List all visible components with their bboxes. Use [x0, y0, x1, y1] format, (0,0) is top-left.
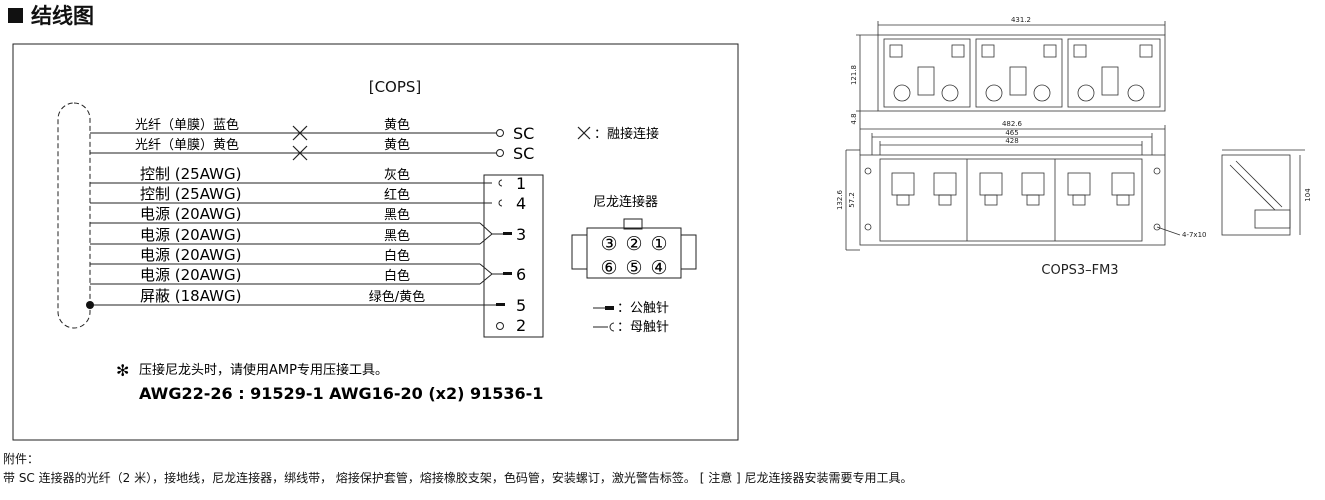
- wire-color: 黄色: [384, 117, 410, 133]
- terminal-label: SC: [513, 124, 534, 143]
- note-mark: ✻: [116, 361, 129, 380]
- diagram-title: [COPS]: [369, 78, 422, 96]
- empty-terminal-icon: [496, 322, 504, 330]
- wire-merge: [479, 222, 493, 245]
- accessories-text: 带 SC 连接器的光纤（2 米），接地线，尼龙连接器，绑线带， 熔接保护套管，熔…: [3, 471, 913, 485]
- connector-pin: ⑤: [625, 257, 642, 279]
- terminal-label: 2: [516, 316, 526, 335]
- terminal-label: 3: [516, 225, 526, 244]
- wire-color: 红色: [384, 187, 410, 203]
- nylon-connector-icon: [571, 218, 697, 279]
- shield-junction-dot: [86, 301, 94, 309]
- female-pin-legend: ：母触针: [617, 320, 669, 335]
- wire-name: 电源 (20AWG): [140, 226, 241, 244]
- wiring-diagram: [COPS] 光纤（单膜）蓝色 光纤（单膜）黄色 控制 (25AWG) 控制 (…: [12, 43, 739, 441]
- wire-color: 白色: [384, 248, 410, 264]
- female-pin-icon: [498, 199, 503, 207]
- male-pin-legend-icon: [605, 306, 614, 310]
- female-pin-icon: [498, 179, 503, 187]
- model-label: COPS3–FM3: [1041, 263, 1118, 278]
- male-pin-icon: [503, 272, 512, 275]
- male-pin-icon: [503, 232, 512, 235]
- connector-pin: ④: [650, 257, 667, 279]
- hole-label: 4-7x10: [1182, 231, 1206, 239]
- splice-legend-cross-icon: [577, 126, 591, 140]
- sc-terminal-icon: [496, 149, 504, 157]
- connector-pin: ③: [600, 233, 617, 255]
- accessories-label: 附件：: [3, 452, 40, 466]
- dimension-label: 428: [1005, 137, 1018, 145]
- terminal-label: 6: [516, 265, 526, 284]
- note-text: 压接尼龙头时，请使用AMP专用压接工具。: [139, 362, 388, 378]
- wire-color: 黄色: [384, 137, 410, 153]
- wire-name: 光纤（单膜）蓝色: [135, 117, 239, 133]
- wire-color: 黑色: [384, 228, 410, 244]
- dimension-label: 57.2: [848, 192, 856, 208]
- dimension-label: 121.8: [850, 65, 858, 85]
- wire-merge: [479, 263, 493, 285]
- terminal-label: 4: [516, 194, 526, 213]
- terminal-label: 5: [516, 296, 526, 315]
- wire-name: 电源 (20AWG): [140, 266, 241, 284]
- dimension-label: 465: [1005, 129, 1018, 137]
- female-pin-legend-icon: [609, 322, 615, 332]
- top-view-body: [877, 34, 1166, 112]
- male-pin-icon: [496, 303, 505, 306]
- splice-cross-icon: [292, 125, 308, 141]
- mechanical-drawing: 431.2 482.6 465 428 121.8 4.8 132.6 57.2…: [836, 16, 1312, 278]
- square-bullet-icon: [8, 7, 23, 23]
- accessories-notes: 附件： 带 SC 连接器的光纤（2 米），接地线，尼龙连接器，绑线带， 熔接保护…: [3, 450, 1323, 488]
- dimension-label: 482.6: [1002, 120, 1023, 128]
- dimension-label: 132.6: [836, 189, 844, 210]
- wire-color: 白色: [384, 268, 410, 284]
- wire-name: 控制 (25AWG): [140, 185, 241, 203]
- diagram-frame: [12, 43, 739, 441]
- cable-sheath-outline: [57, 102, 91, 329]
- side-view: [1221, 154, 1291, 236]
- wire-name: 控制 (25AWG): [140, 165, 241, 183]
- wire-name: 电源 (20AWG): [140, 205, 241, 223]
- splice-cross-icon: [292, 145, 308, 161]
- connector-pin: ①: [650, 233, 667, 255]
- dimension-label: 4.8: [850, 113, 858, 124]
- front-panel: [859, 154, 1166, 246]
- dimension-label: 104: [1304, 188, 1312, 202]
- terminal-label: SC: [513, 144, 534, 163]
- heading-text: 结线图: [31, 4, 94, 28]
- terminal-block: [483, 174, 544, 338]
- section-heading: 结线图: [8, 0, 94, 30]
- terminal-label: 1: [516, 174, 526, 193]
- sc-terminal-icon: [496, 129, 504, 137]
- male-pin-legend: ：公触针: [617, 301, 669, 316]
- connector-pin: ②: [625, 233, 642, 255]
- wire-name: 电源 (20AWG): [140, 246, 241, 264]
- wire-name: 光纤（单膜）黄色: [135, 137, 239, 153]
- wire-color: 灰色: [384, 167, 410, 183]
- wire-color: 绿色/黄色: [369, 289, 425, 305]
- note-parts: AWG22-26 : 91529-1 AWG16-20 (x2) 91536-1: [139, 384, 543, 403]
- connector-pin: ⑥: [600, 257, 617, 279]
- wire-color: 黑色: [384, 207, 410, 223]
- dimension-label: 431.2: [1011, 16, 1031, 24]
- nylon-connector-label: 尼龙连接器: [593, 194, 658, 210]
- wire-name: 屏蔽 (18AWG): [140, 287, 241, 305]
- splice-legend: ：融接连接: [594, 126, 659, 142]
